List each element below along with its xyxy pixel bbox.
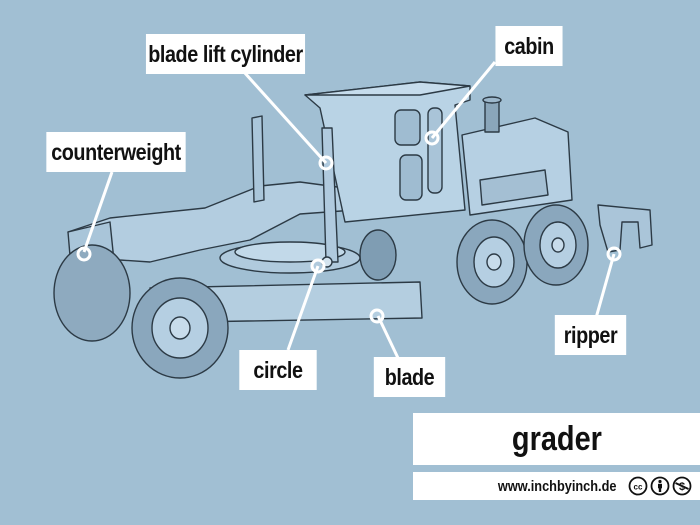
marker-counterweight — [76, 246, 92, 262]
label-blade: blade — [373, 357, 446, 397]
footer-credit: www.inchbyinch.de cc $ — [413, 472, 700, 500]
marker-cabin — [424, 130, 440, 146]
marker-blade — [369, 308, 385, 324]
label-text: blade — [384, 363, 435, 390]
website-link[interactable]: www.inchbyinch.de — [497, 477, 616, 495]
label-blade-lift-cylinder: blade lift cylinder — [145, 34, 306, 74]
marker-ripper — [606, 246, 622, 262]
label-circle: circle — [239, 350, 317, 390]
label-text: ripper — [563, 321, 618, 348]
label-ripper: ripper — [554, 315, 627, 355]
label-text: counterweight — [51, 138, 181, 165]
label-text: circle — [253, 356, 303, 383]
diagram-title-box: grader — [413, 413, 700, 465]
nc-noncommercial-icon: $ — [672, 476, 692, 496]
svg-text:cc: cc — [634, 483, 643, 492]
label-counterweight: counterweight — [46, 132, 186, 172]
marker-circle — [310, 258, 326, 274]
cc-icon: cc — [628, 476, 648, 496]
label-cabin: cabin — [495, 26, 563, 66]
svg-text:$: $ — [679, 481, 685, 493]
diagram-title: grader — [511, 419, 602, 458]
label-text: cabin — [504, 32, 554, 59]
label-text: blade lift cylinder — [148, 40, 303, 67]
marker-blade-lift-cylinder — [318, 155, 334, 171]
by-attribution-icon — [650, 476, 670, 496]
license-icons: cc $ — [628, 476, 692, 496]
